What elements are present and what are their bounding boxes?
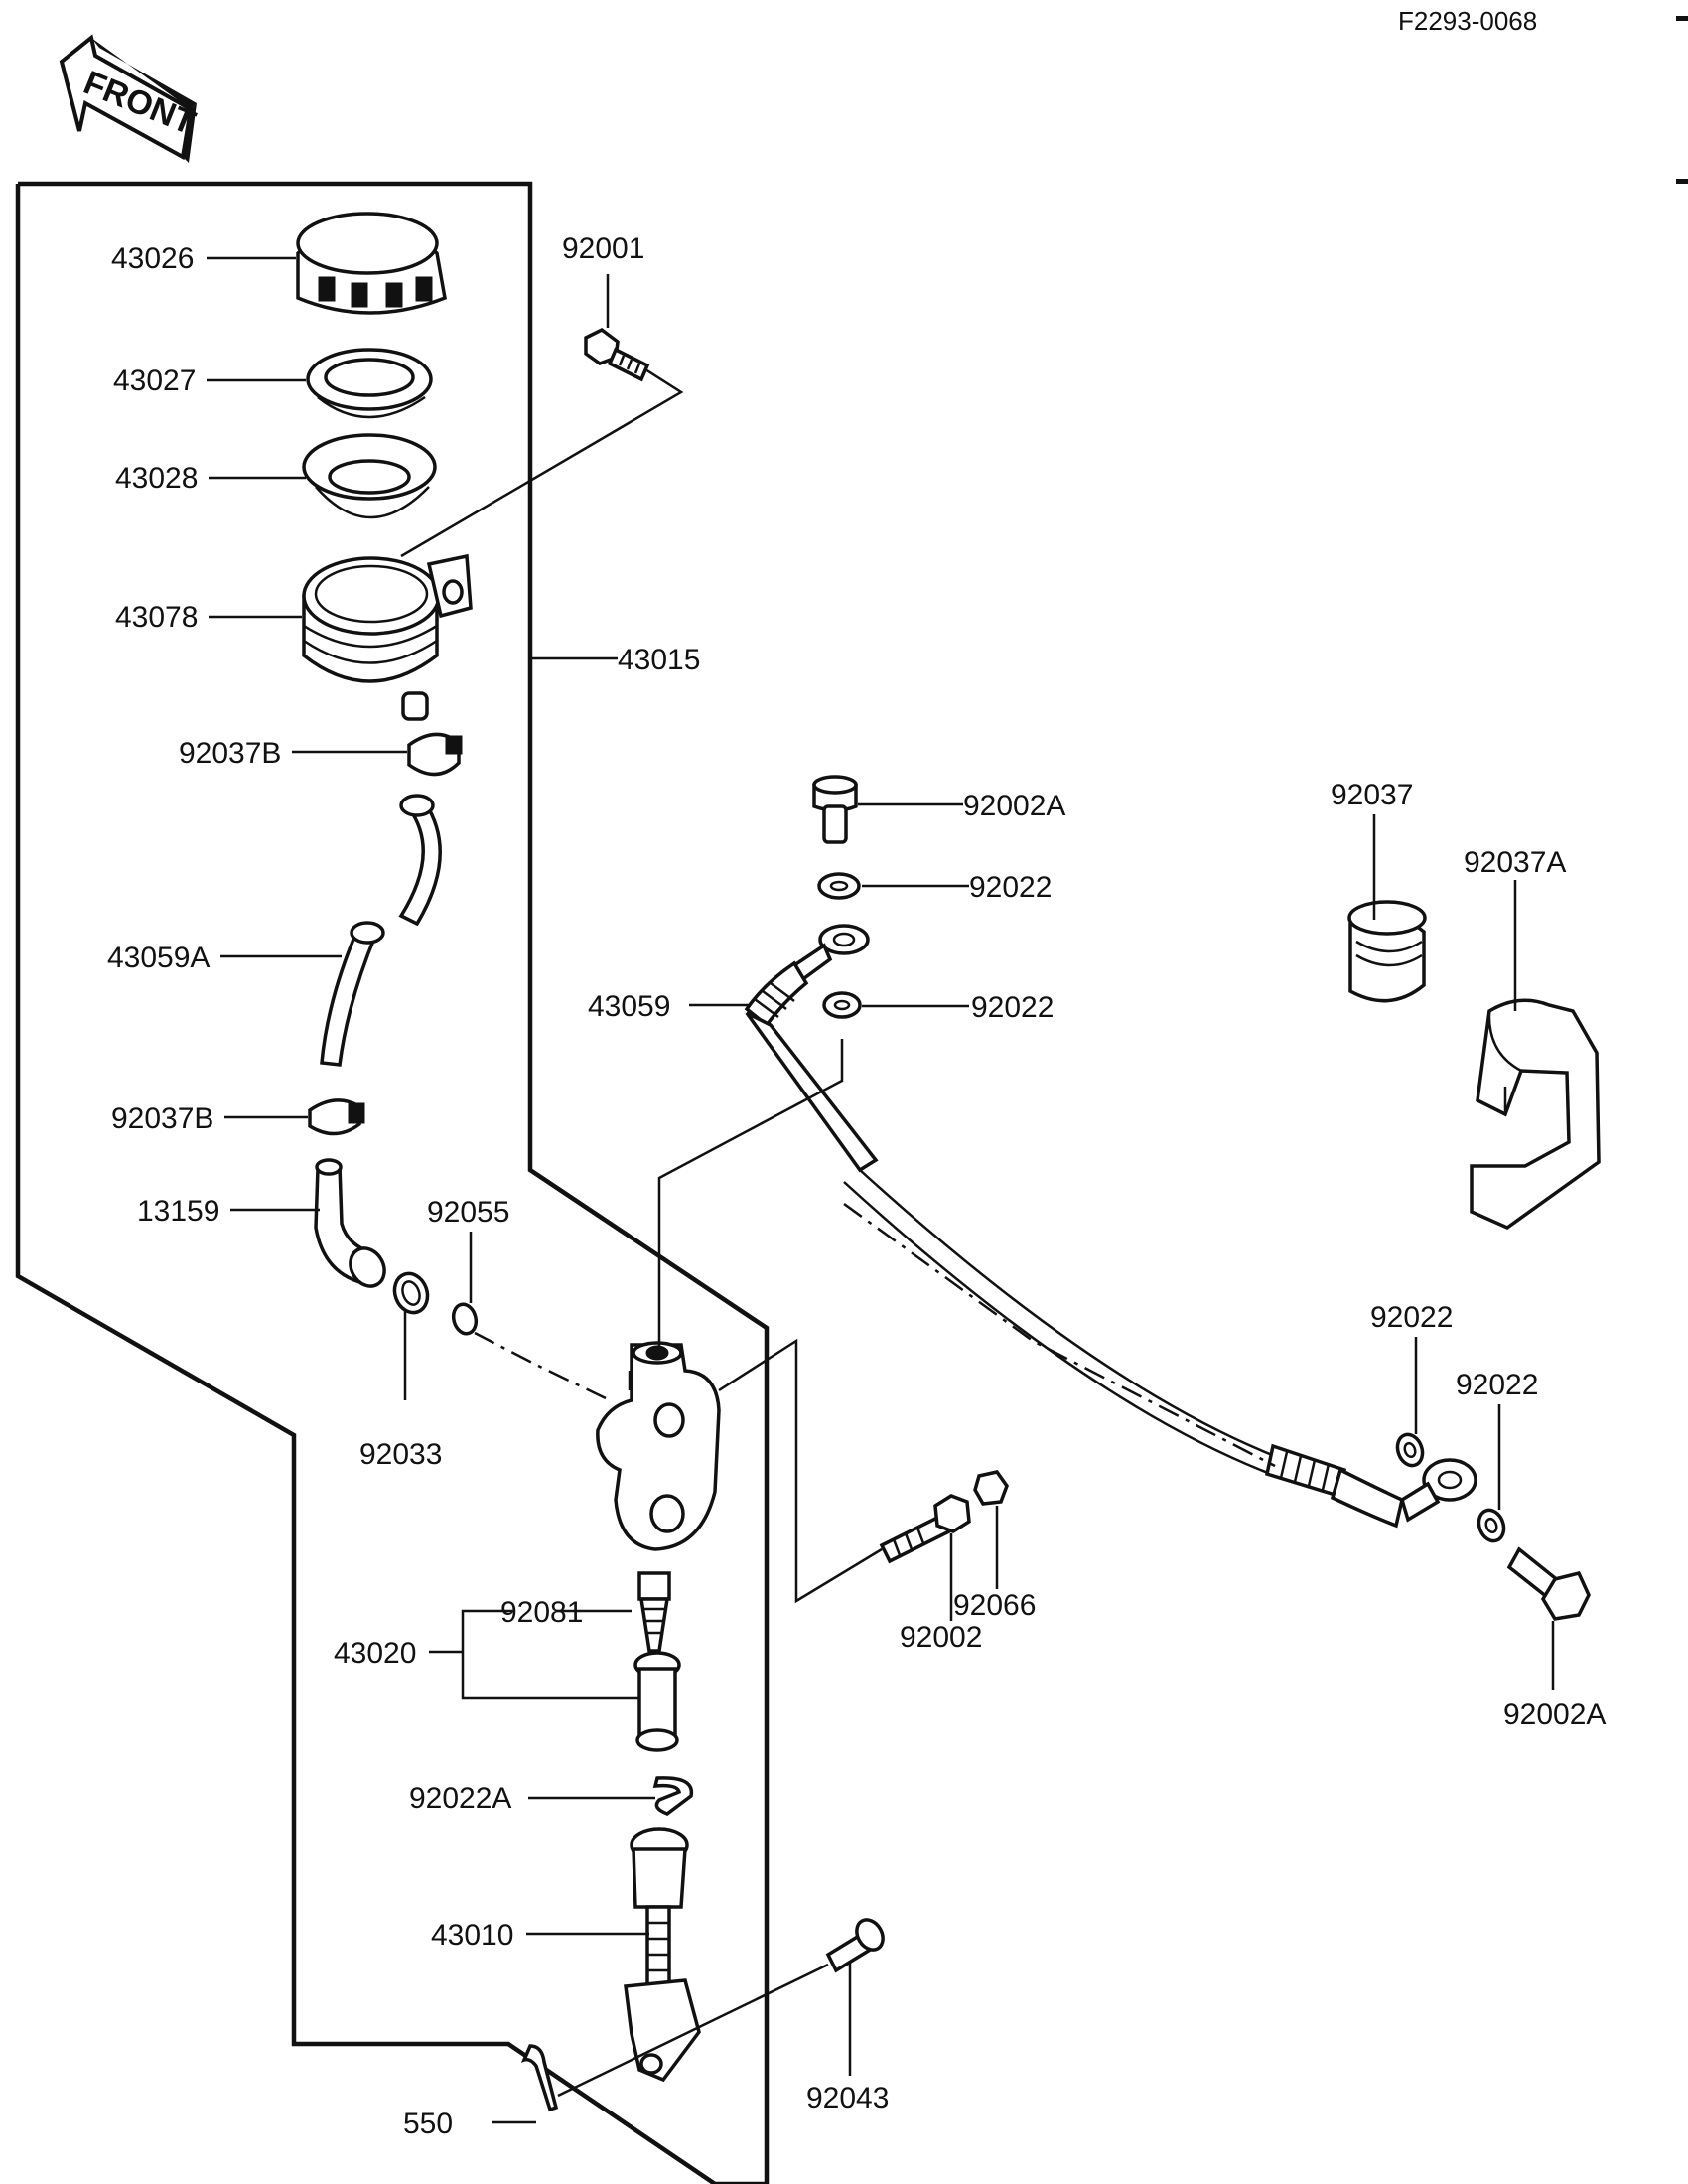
- part-label-92002a-top: 92002A: [963, 790, 1065, 822]
- leader-lines: [207, 256, 1555, 2124]
- part-label-43010: 43010: [431, 1919, 513, 1952]
- part-label-92001: 92001: [562, 232, 644, 265]
- diaphragm-43028: [302, 433, 437, 519]
- reservoir-43078: [302, 553, 473, 721]
- push-rod-43010: [624, 1827, 701, 2083]
- part-label-92022-c: 92022: [1370, 1301, 1453, 1334]
- part-label-43059: 43059: [588, 990, 670, 1023]
- cotter-pin-550: [520, 2044, 559, 2112]
- piston-43020: [633, 1651, 681, 1752]
- part-label-92043: 92043: [806, 2082, 889, 2114]
- hose-43059a: [320, 794, 442, 1067]
- part-label-43028: 43028: [115, 462, 198, 495]
- part-label-92002: 92002: [900, 1621, 982, 1654]
- banjo-bolt-92002a-top: [812, 775, 858, 844]
- washer-92022-a: [817, 872, 861, 900]
- part-label-550: 550: [403, 2108, 453, 2140]
- bolt-92001: [584, 327, 650, 382]
- circlip-92022a: [652, 1776, 694, 1816]
- part-label-92022a: 92022A: [409, 1782, 511, 1815]
- edge-mark: [1676, 16, 1688, 21]
- master-cylinder-body: [596, 1341, 721, 1551]
- part-label-92022-d: 92022: [1456, 1369, 1538, 1401]
- part-label-92033: 92033: [359, 1438, 442, 1471]
- part-label-43015: 43015: [618, 644, 700, 676]
- part-label-43020: 43020: [334, 1637, 416, 1670]
- hose-fitting-13159: [314, 1158, 386, 1288]
- bleeder-valve-92081: [637, 1571, 671, 1653]
- clevis-pin-92043: [825, 1918, 885, 1973]
- part-label-43026: 43026: [111, 242, 194, 275]
- washer-92022-b: [822, 991, 862, 1019]
- part-label-92022-b: 92022: [971, 991, 1054, 1024]
- hose-clamp-92037b-top: [407, 732, 463, 777]
- banjo-bolt-92002a-bottom: [1506, 1546, 1591, 1621]
- o-ring-92055: [451, 1302, 479, 1336]
- part-label-92037b-bottom: 92037B: [111, 1102, 213, 1135]
- diagram-code: F2293-0068: [1398, 6, 1537, 36]
- circlip-92033: [392, 1271, 430, 1315]
- assembly-boundary-43015: [15, 181, 770, 2184]
- part-label-43059a: 43059A: [107, 942, 210, 974]
- brake-hose-43059: [744, 924, 1477, 1529]
- part-label-43027: 43027: [113, 364, 196, 397]
- edge-mark: [1676, 179, 1688, 184]
- part-label-92002a-bottom: 92002A: [1503, 1698, 1606, 1731]
- bolt-92002: [879, 1494, 971, 1564]
- hose-clamp-92037b-bottom: [308, 1098, 365, 1136]
- part-label-92037: 92037: [1331, 779, 1413, 811]
- reservoir-cap-43026: [296, 212, 447, 315]
- part-label-43078: 43078: [115, 601, 198, 634]
- part-label-13159: 13159: [137, 1195, 219, 1228]
- diaphragm-plate-43027: [306, 348, 433, 419]
- grommet-92037: [1347, 900, 1427, 1003]
- part-label-92055: 92055: [427, 1196, 509, 1229]
- front-arrow-icon: FRONT: [59, 34, 201, 163]
- part-label-92037b-top: 92037B: [179, 737, 281, 770]
- part-label-92022-a: 92022: [969, 871, 1052, 904]
- nut-92066: [973, 1470, 1009, 1506]
- part-label-92081: 92081: [500, 1596, 583, 1629]
- part-label-92066: 92066: [953, 1589, 1036, 1622]
- part-label-92037a: 92037A: [1464, 846, 1566, 879]
- bracket-92037a: [1470, 998, 1601, 1231]
- washer-92022-d: [1477, 1508, 1506, 1543]
- washer-92022-c: [1395, 1432, 1425, 1468]
